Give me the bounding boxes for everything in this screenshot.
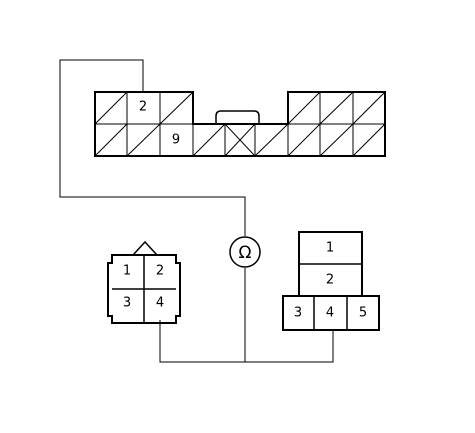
connector-left-pin-2-label: 2	[156, 264, 164, 279]
connector-left-pin-1-label: 1	[123, 264, 131, 279]
connector-top-pin-2-label: 2	[139, 100, 147, 115]
connector-right: 1 2 3 4 5	[282, 231, 380, 331]
connector-right-pin-4-label: 4	[326, 306, 334, 321]
connector-top-lock-tab	[215, 110, 260, 124]
connector-right-lower-body	[282, 295, 380, 331]
connector-top-pin-9-label: 9	[172, 133, 180, 148]
connector-right-pin-2-label: 2	[326, 273, 334, 288]
ohmmeter-circle	[229, 236, 261, 268]
connector-left: 1 2 3 4	[107, 240, 181, 324]
wire-bottom-bus	[159, 320, 334, 363]
connector-left-pin-4-label: 4	[156, 296, 164, 311]
ohmmeter: Ω	[229, 236, 261, 268]
connector-top-outline	[94, 91, 386, 157]
connector-top-hatching	[94, 91, 386, 157]
wire-top-pin2-to-meter	[59, 59, 246, 236]
wires	[59, 59, 334, 363]
connector-right-pin-1-label: 1	[326, 241, 334, 256]
connector-top: 2 9	[94, 91, 386, 157]
connector-left-tab	[132, 240, 158, 256]
connector-right-pin-5-label: 5	[359, 306, 367, 321]
connector-left-pin-3-label: 3	[123, 296, 131, 311]
connector-right-pin-3-label: 3	[294, 306, 302, 321]
connector-left-outline	[107, 254, 181, 324]
ohm-symbol: Ω	[239, 243, 252, 263]
